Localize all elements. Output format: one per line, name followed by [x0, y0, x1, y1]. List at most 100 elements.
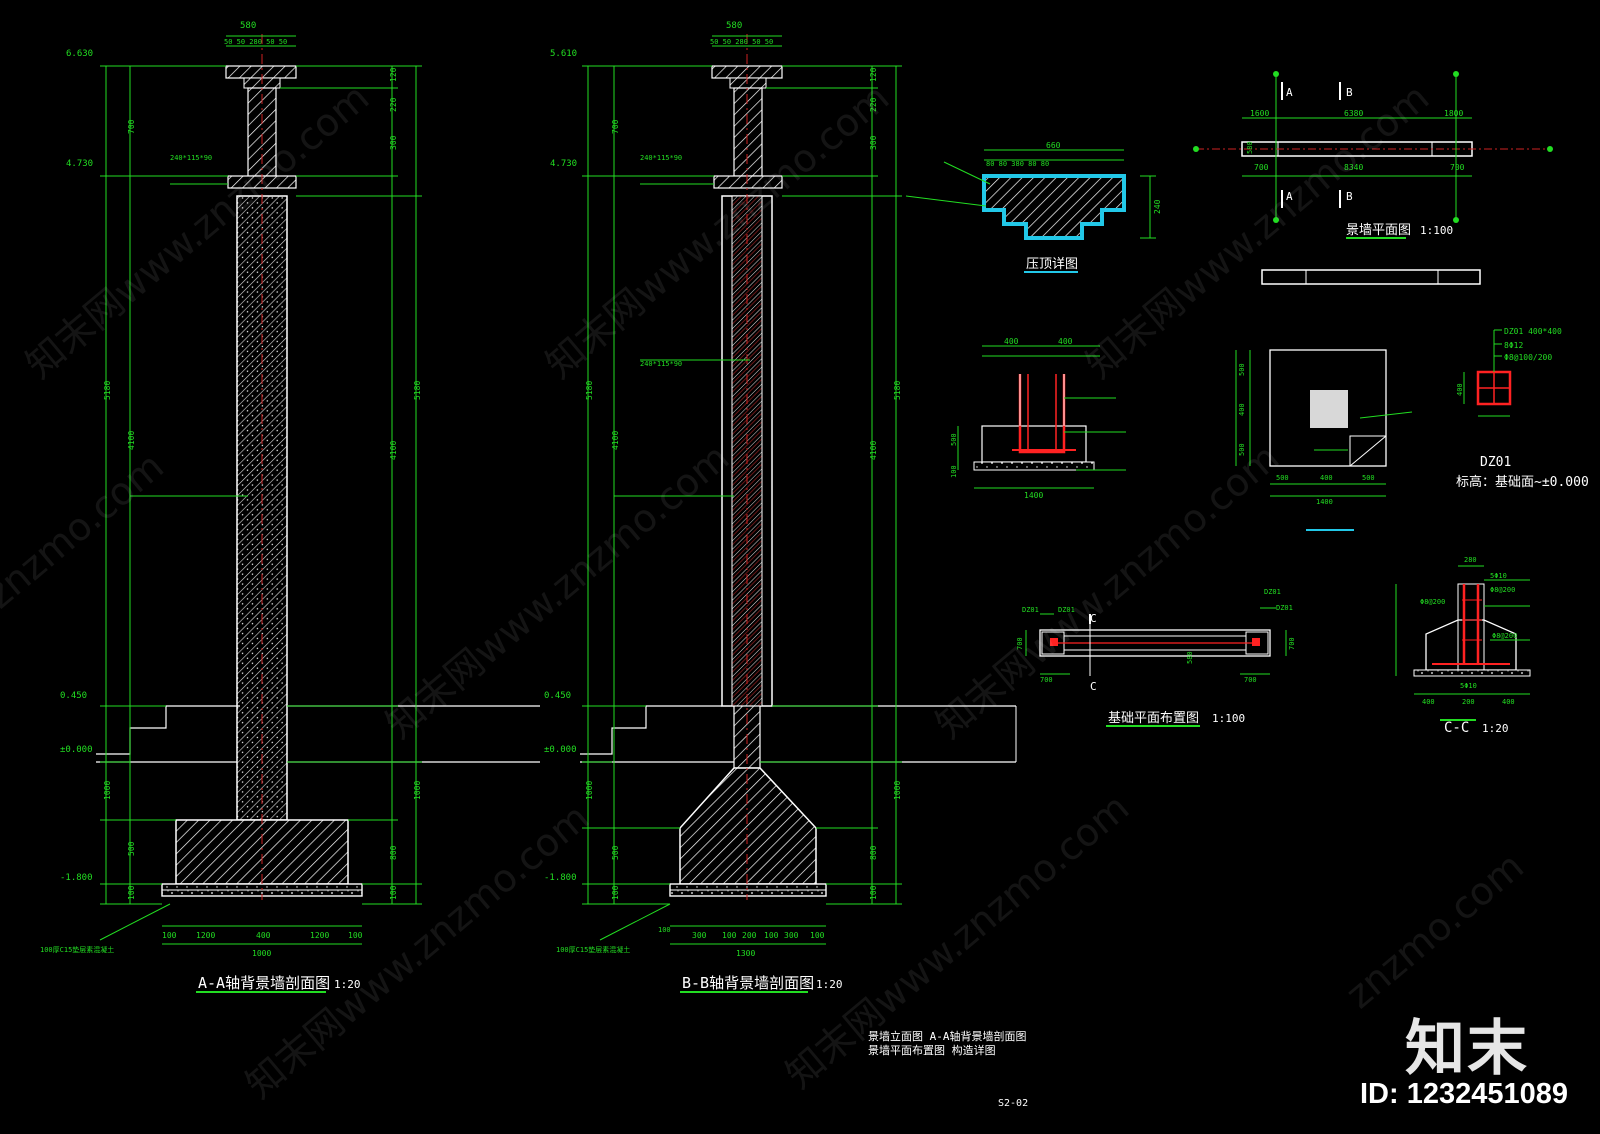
b-bottom-dim-3: 100	[722, 931, 737, 940]
wall-plan: A B A B 1600 6380 1800 700 8340 700 580 …	[1193, 71, 1553, 285]
b-right-dim-2: 220	[869, 97, 878, 112]
b-elev-5: -1.800	[544, 873, 577, 883]
coping-height: 240	[1153, 199, 1162, 214]
a-bottom-total: 1000	[252, 949, 271, 958]
plan-label-b1: B	[1346, 86, 1353, 99]
pl-dim-2: 700	[1040, 676, 1053, 684]
a-bottom-dim-2: 1200	[196, 931, 215, 940]
b-left-dim-6: 100	[611, 885, 620, 900]
cc-note-2: Φ8@200	[1490, 586, 1515, 594]
a-bottom-dim-5: 100	[348, 931, 363, 940]
b-elev-1: 5.610	[550, 49, 577, 59]
a-left-dim-1: 700	[127, 119, 136, 134]
a-left-dim-2: 5180	[103, 381, 112, 400]
b-right-dim-3: 300	[869, 135, 878, 150]
a-right-dim-3: 300	[389, 135, 398, 150]
dz01-spec-3: Φ8@100/200	[1504, 353, 1552, 362]
b-bottom-dim-4: 200	[742, 931, 757, 940]
a-title: A-A轴背景墙剖面图	[198, 974, 330, 992]
b-scale: 1:20	[816, 978, 843, 991]
plan-dim-top-2: 6380	[1344, 109, 1363, 118]
brand-logo: 知末	[1405, 1014, 1529, 1084]
plan-dim-top-1: 1600	[1250, 109, 1269, 118]
cc-note-3: Φ8@200	[1420, 598, 1445, 606]
cc-note-1: 5Φ10	[1490, 572, 1507, 580]
section-a-a: 580 50 50 280 50 50 6.630 4.730 0.450 ±0…	[40, 21, 540, 993]
cc-note-4: Φ8@200	[1492, 632, 1517, 640]
b-elev-2: 4.730	[550, 159, 577, 169]
fd-dim-side-2: 500	[950, 433, 958, 446]
b-note-brick2: 240*115*90	[640, 360, 682, 368]
a-top-width: 580	[240, 21, 256, 31]
watermark-9: znzmo.com	[1338, 844, 1532, 1017]
fd-dim-side-1: 100	[950, 465, 958, 478]
plan-side-dim: 580	[1246, 141, 1254, 154]
b-note-brick: 240*115*90	[640, 154, 682, 162]
pl-dim-4: 700	[1288, 637, 1296, 650]
b-bottom-dim-1: 100	[658, 926, 671, 934]
sheet-note-1: 景墙立面图 A-A轴背景墙剖面图	[868, 1029, 1027, 1043]
plan-scale: 1:100	[1420, 224, 1453, 237]
pc-side-2: 400	[1238, 403, 1246, 416]
b-bottom-dim-2: 300	[692, 931, 707, 940]
b-left-dim-4: 1000	[585, 781, 594, 800]
a-right-dim-4: 4100	[389, 441, 398, 460]
b-left-dim-3: 4100	[611, 431, 620, 450]
b-right-dim-8: 100	[869, 885, 878, 900]
a-left-dim-5: 500	[127, 841, 136, 856]
b-top-width: 580	[726, 21, 742, 31]
pl-label-1: DZ01	[1022, 606, 1039, 614]
a-left-dim-6: 100	[127, 885, 136, 900]
plan-label-b2: B	[1346, 190, 1353, 203]
section-c-c: 280 5Φ10 Φ8@200 Φ8@200 Φ8@200 5Φ10 400 2…	[1395, 556, 1531, 736]
a-elev-2: 4.730	[66, 159, 93, 169]
b-left-dim-2: 5180	[585, 381, 594, 400]
dz01-name: DZ01	[1480, 455, 1511, 470]
section-b-b: 580 50 50 280 50 50 5.610 4.730 0.450 ±0…	[544, 21, 1017, 993]
plan-label-a2: A	[1286, 190, 1293, 203]
a-scale: 1:20	[334, 978, 361, 991]
a-elev-3: 0.450	[60, 691, 87, 701]
pile-layout-plan: DZ01 DZ01 DZ01 DZ01 C C 700 700 700 700 …	[1016, 588, 1296, 727]
b-elev-3: 0.450	[544, 691, 571, 701]
b-title: B-B轴背景墙剖面图	[682, 974, 814, 992]
pl-title: 基础平面布置图	[1108, 711, 1199, 726]
pc-dim-2: 400	[1320, 474, 1333, 482]
b-elev-4: ±0.000	[544, 745, 577, 755]
a-right-dim-8: 100	[389, 885, 398, 900]
a-elev-5: -1.800	[60, 873, 93, 883]
a-note-footing: 100厚C15垫层素混凝土	[40, 945, 114, 954]
b-note-footing: 100厚C15垫层素混凝土	[556, 945, 630, 954]
b-right-dim-7: 800	[869, 845, 878, 860]
pc-side-3: 500	[1238, 443, 1246, 456]
coping-title: 压顶详图	[1026, 257, 1078, 272]
dz01-column: DZ01 400*400 8Φ12 Φ8@100/200 400 DZ01 标高…	[1456, 327, 1589, 490]
watermark-2: 知末网www.znzmo.com	[538, 75, 898, 387]
image-id: ID: 1232451089	[1360, 1078, 1568, 1110]
b-right-dim-4: 4100	[869, 441, 878, 460]
a-note-brick: 240*115*90	[170, 154, 212, 162]
pl-dim-3: 700	[1244, 676, 1257, 684]
cc-dim-3: 400	[1502, 698, 1515, 706]
b-top-subdims: 50 50 280 50 50	[710, 38, 773, 46]
b-left-dim-5: 500	[611, 845, 620, 860]
watermark-5: 知末网www.znzmo.com	[928, 435, 1288, 747]
dz01-note: 标高：基础面~±0.000	[1456, 474, 1589, 490]
pl-scale: 1:100	[1212, 712, 1245, 725]
pc-dim-1: 500	[1276, 474, 1289, 482]
a-right-dim-6: 1000	[413, 781, 422, 800]
cc-note-5: 5Φ10	[1460, 682, 1477, 690]
coping-width: 660	[1046, 141, 1061, 150]
a-elev-4: ±0.000	[60, 745, 93, 755]
plan-title: 景墙平面图	[1346, 223, 1411, 238]
watermark-1: 知末网www.znzmo.com	[18, 75, 378, 387]
b-bottom-dim-5: 100	[764, 931, 779, 940]
foundation-detail: 400 400 1400 100 500	[950, 337, 1126, 500]
plan-label-a1: A	[1286, 86, 1293, 99]
cc-scale: 1:20	[1482, 722, 1509, 735]
sheet-note-2: 景墙平面布置图 构造详图	[868, 1043, 996, 1057]
cc-dim-1: 400	[1422, 698, 1435, 706]
a-right-dim-7: 800	[389, 845, 398, 860]
sheet-number: S2-02	[998, 1098, 1028, 1109]
a-left-dim-3: 4100	[127, 431, 136, 450]
